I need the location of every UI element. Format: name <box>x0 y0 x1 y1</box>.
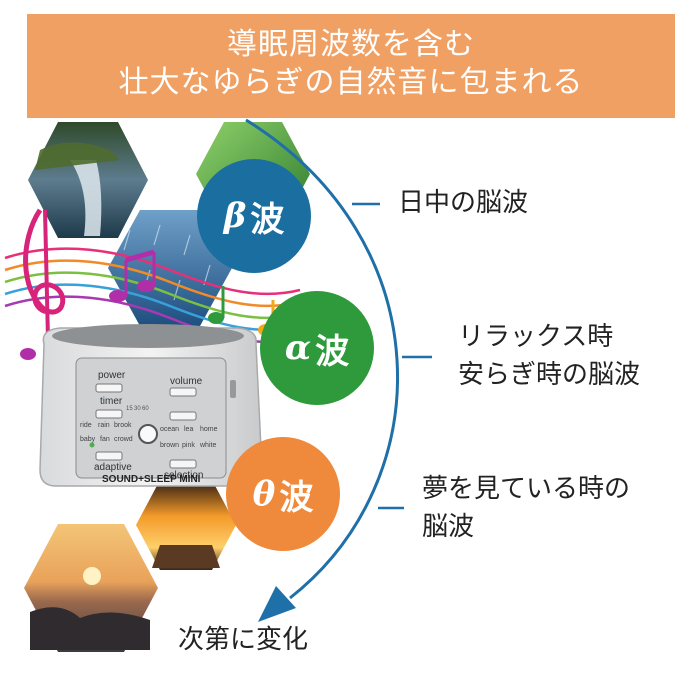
alpha-description-line-2: 安らぎ時の脳波 <box>458 360 641 390</box>
alpha-wave-circle: α 波 <box>260 291 374 405</box>
beta-suffix: 波 <box>250 199 285 240</box>
sunset-photo-hexagon <box>24 524 158 652</box>
beta-wave-circle: β 波 <box>197 159 311 273</box>
beta-symbol: β <box>223 196 247 236</box>
sound-machine-device <box>39 324 263 487</box>
arrow-caption: 次第に変化 <box>178 625 309 655</box>
fireplace-photo-hexagon <box>136 480 236 570</box>
alpha-description-line-1: リラックス時 <box>458 322 614 352</box>
alpha-description: リラックス時 安らぎ時の脳波 <box>458 318 640 394</box>
theta-description: 夢を見ている時の 脳波 <box>422 470 630 546</box>
theta-wave-circle: θ 波 <box>226 437 340 551</box>
headline-banner: 導眠周波数を含む 壮大なゆらぎの自然音に包まれる <box>27 14 675 118</box>
headline-line-1: 導眠周波数を含む <box>227 27 475 62</box>
music-notes-decoration <box>4 208 301 344</box>
theta-description-line-1: 夢を見ている時の <box>422 474 631 504</box>
beta-description-line-1: 日中の脳波 <box>398 188 529 218</box>
headline-line-2: 壮大なゆらぎの自然音に包まれる <box>118 65 584 100</box>
theta-suffix: 波 <box>279 477 314 518</box>
theta-description-line-2: 脳波 <box>422 512 475 542</box>
theta-symbol: θ <box>252 474 276 514</box>
beta-description: 日中の脳波 <box>398 184 528 222</box>
progression-arc <box>245 118 432 622</box>
alpha-suffix: 波 <box>315 331 350 372</box>
alpha-symbol: α <box>284 328 312 368</box>
waterfall-photo-hexagon <box>28 122 148 238</box>
